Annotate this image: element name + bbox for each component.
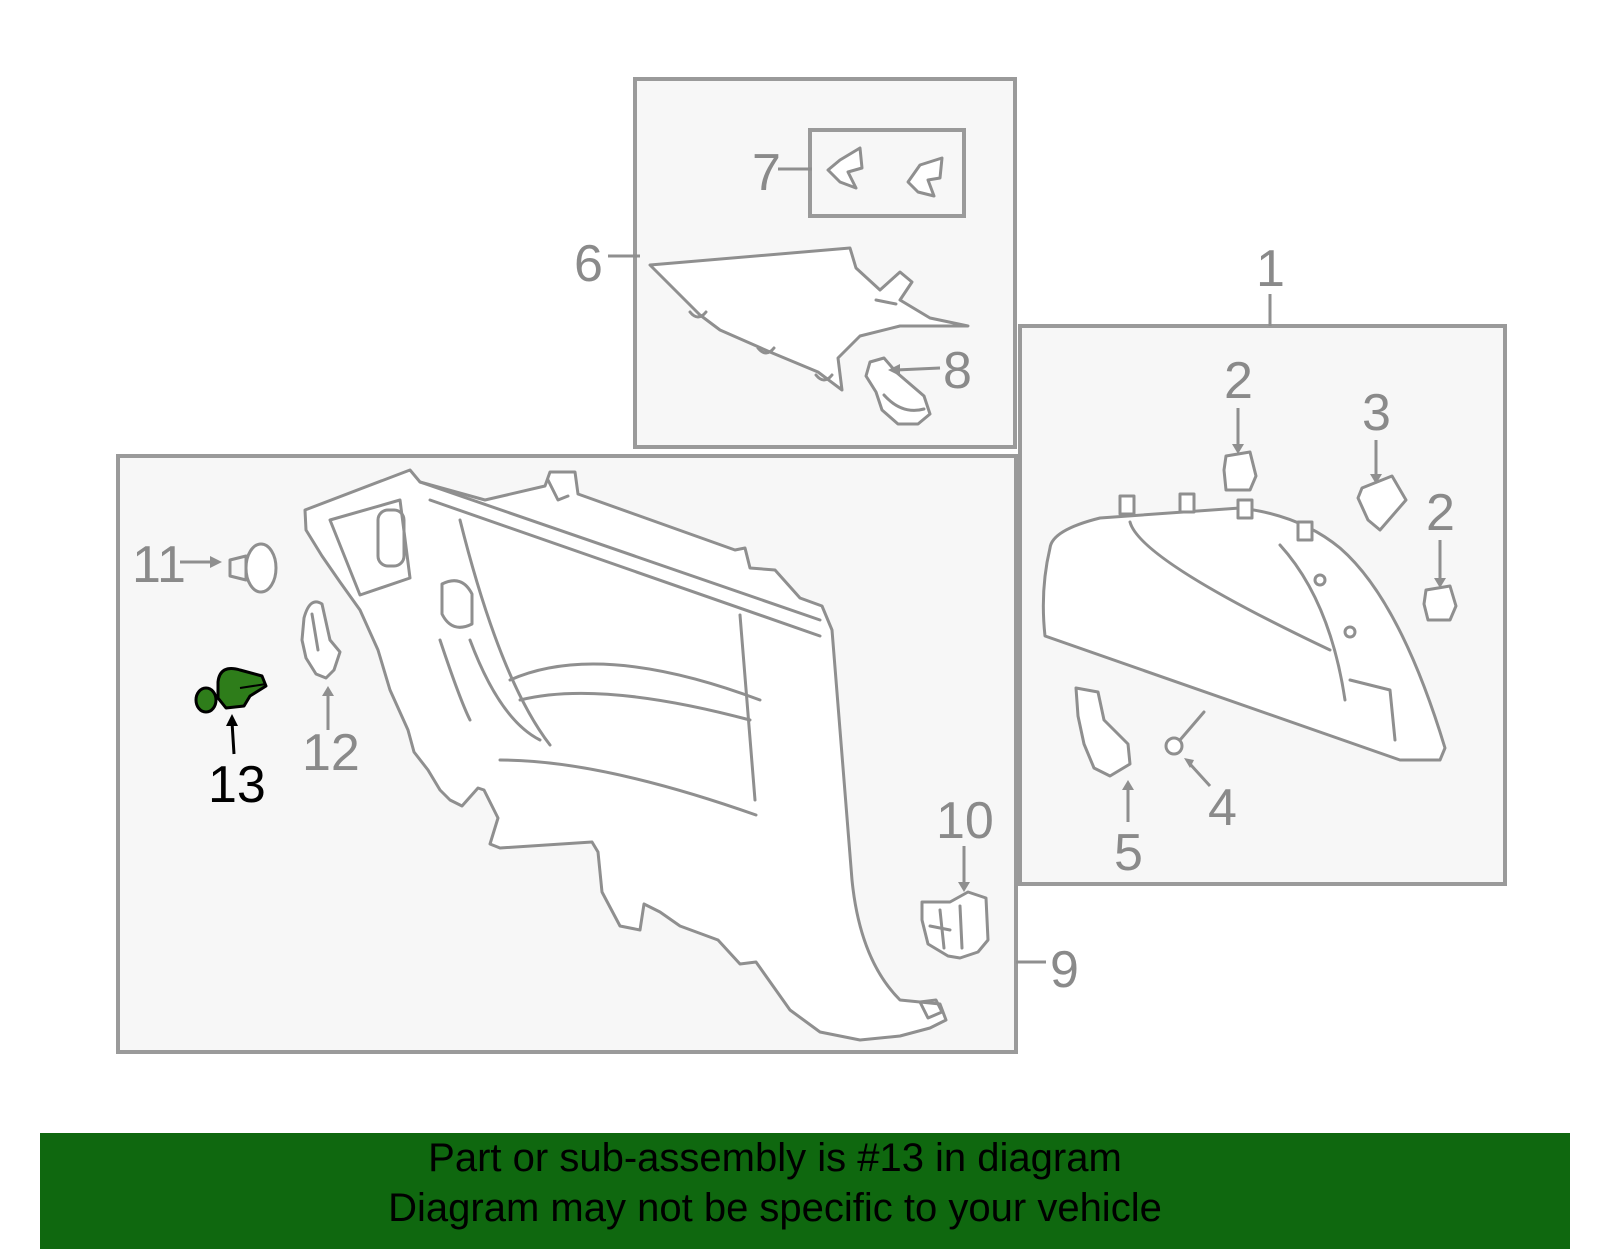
arrow-10 <box>958 882 970 892</box>
part-1-quarter-panel[interactable] <box>1041 492 1447 762</box>
arrow-5 <box>1122 780 1134 790</box>
frame-assembly-6: 6 7 8 <box>574 77 1017 449</box>
part-7-clips[interactable] <box>826 146 944 198</box>
callout-13[interactable]: 13 <box>208 756 266 814</box>
part-3-clip[interactable] <box>1356 474 1408 532</box>
part-11-push-pin[interactable] <box>228 542 278 594</box>
part-8-clip[interactable] <box>864 356 932 426</box>
part-13-retainer-highlighted[interactable] <box>194 667 268 714</box>
frame-box-7 <box>808 128 966 218</box>
callout-12[interactable]: 12 <box>302 724 360 782</box>
arrow-8 <box>888 364 900 376</box>
part-9-quarter-trim-panel[interactable] <box>303 468 948 1042</box>
callout-8[interactable]: 8 <box>943 342 972 400</box>
part-2-clip-upper[interactable] <box>1222 450 1258 492</box>
leader-4 <box>1188 762 1212 788</box>
arrow-4 <box>1184 758 1194 768</box>
leader-13 <box>230 721 236 755</box>
part-6-upper-trim[interactable] <box>648 246 970 392</box>
arrow-3 <box>1370 474 1382 484</box>
part-2-clip-right[interactable] <box>1422 584 1458 622</box>
callout-5[interactable]: 5 <box>1114 824 1143 882</box>
callout-9[interactable]: 9 <box>1050 941 1079 999</box>
callout-4[interactable]: 4 <box>1208 779 1237 837</box>
callout-7[interactable]: 7 <box>752 144 781 202</box>
arrow-12 <box>322 686 334 696</box>
arrow-2a <box>1232 444 1244 454</box>
callout-1[interactable]: 1 <box>1256 240 1285 298</box>
frame-assembly-9: 9 10 <box>116 454 1079 1054</box>
callout-6[interactable]: 6 <box>574 235 603 293</box>
banner-line-part-number: Part or sub-assembly is #13 in diagram <box>428 1136 1122 1180</box>
part-12-clip[interactable] <box>300 600 342 680</box>
part-10-clip[interactable] <box>920 890 990 960</box>
callout-3[interactable]: 3 <box>1362 384 1391 442</box>
callout-2-upper[interactable]: 2 <box>1224 352 1253 410</box>
leader-8 <box>895 366 941 372</box>
banner-line-disclaimer: Diagram may not be specific to your vehi… <box>388 1186 1162 1230</box>
arrow-13 <box>226 714 238 726</box>
part-5-clip[interactable] <box>1074 686 1132 778</box>
callout-10[interactable]: 10 <box>936 792 994 850</box>
arrow-2b <box>1434 578 1446 588</box>
callout-2-right[interactable]: 2 <box>1426 484 1455 542</box>
callout-11[interactable]: 11 <box>132 536 186 594</box>
arrow-11 <box>210 556 222 568</box>
part-4-screw[interactable] <box>1164 710 1206 756</box>
frame-assembly-1: 1 2 3 <box>1018 240 1507 886</box>
part-info-banner: Part or sub-assembly is #13 in diagram D… <box>40 1133 1570 1249</box>
